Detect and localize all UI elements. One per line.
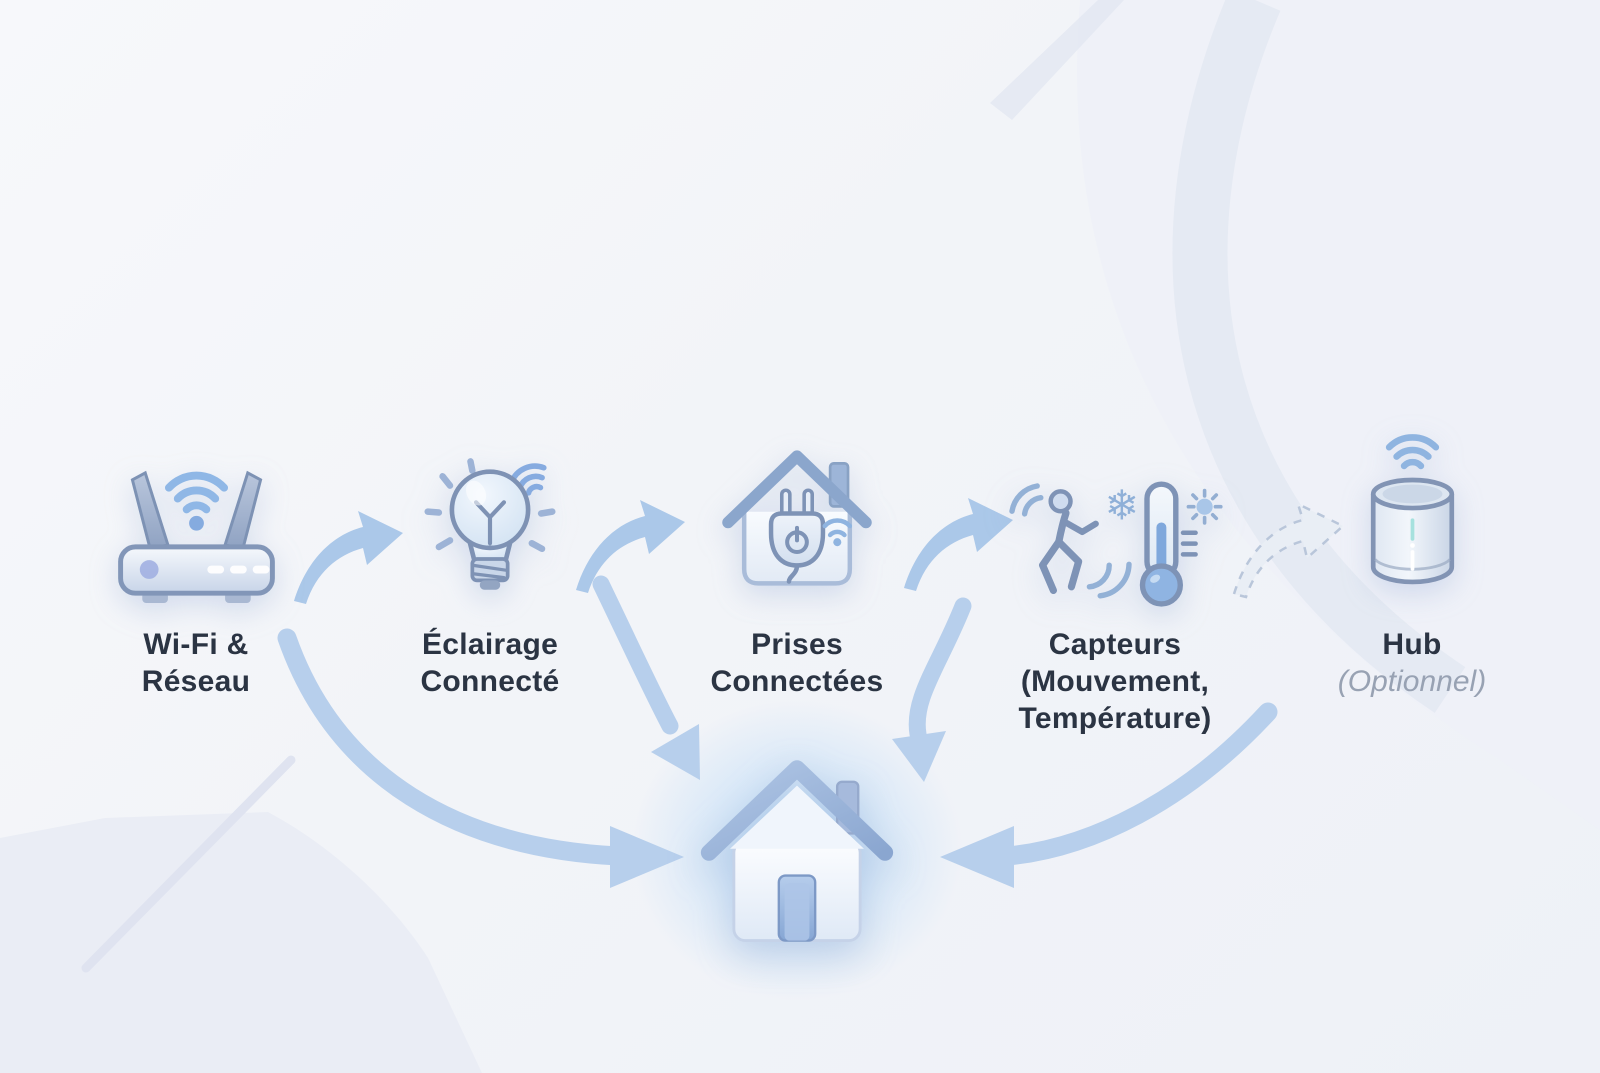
hub-top-opening bbox=[1382, 484, 1442, 504]
wifi-waves-icon bbox=[164, 471, 228, 514]
arrow-router-to-home bbox=[277, 628, 684, 888]
hub-led-dot bbox=[1409, 543, 1415, 548]
station-home bbox=[682, 734, 912, 959]
bg-diagonal-line bbox=[81, 755, 296, 973]
station-sensors: ❄ bbox=[955, 427, 1275, 737]
smart-bulb-icon bbox=[424, 458, 556, 590]
bg-arc-topright bbox=[1172, 0, 1466, 713]
walking-person-icon bbox=[1038, 489, 1099, 594]
motion-temperature-sensors-icon: ❄ bbox=[1008, 481, 1223, 607]
sensors-icon-wrap: ❄ bbox=[1003, 427, 1228, 612]
home-door-panel bbox=[784, 883, 810, 941]
arrow-sensors-to-home bbox=[940, 702, 1278, 888]
bulb-tip bbox=[479, 580, 501, 590]
thermometer-scale-ticks bbox=[1180, 530, 1198, 557]
sun-icon bbox=[1186, 488, 1223, 525]
smart-plug-house-icon-wrap bbox=[703, 427, 891, 612]
bulb-base-threads bbox=[472, 563, 508, 580]
router-body bbox=[117, 544, 275, 596]
station-label-sensors: Capteurs (Mouvement, Température) bbox=[1018, 628, 1212, 735]
station-label-hub: Hub bbox=[1382, 628, 1442, 661]
wifi-waves-icon bbox=[822, 518, 853, 538]
smart-plug-house-icon bbox=[722, 450, 872, 586]
plug-cord bbox=[786, 563, 800, 584]
home-icon bbox=[700, 760, 894, 943]
station-wifi-router: Wi-Fi & Réseau bbox=[36, 427, 356, 700]
wifi-waves-icon bbox=[1385, 434, 1439, 470]
bulb-rays bbox=[424, 458, 556, 553]
snowflake-icon: ❄ bbox=[1104, 481, 1139, 529]
bulb-highlight bbox=[465, 480, 487, 506]
motion-waves-left bbox=[1008, 483, 1043, 517]
arrow-plugs-to-home bbox=[892, 597, 972, 782]
home-roof bbox=[700, 760, 894, 861]
station-label-plugs: Prises Connectées bbox=[710, 628, 884, 698]
wifi-router-icon-wrap bbox=[93, 427, 300, 612]
wifi-dot bbox=[833, 538, 842, 547]
router-antenna-right bbox=[222, 470, 262, 551]
house-roof bbox=[722, 450, 872, 529]
arrow-bulb-to-home bbox=[592, 575, 700, 780]
router-antenna-left bbox=[130, 470, 170, 551]
station-smart-lighting: Éclairage Connecté bbox=[330, 427, 650, 700]
plug-icon bbox=[768, 488, 826, 584]
wifi-dot bbox=[188, 515, 204, 531]
station-smart-plugs: Prises Connectées bbox=[637, 427, 957, 700]
thermometer-icon bbox=[1139, 481, 1183, 607]
router-led bbox=[139, 560, 159, 579]
smart-hub-speaker-icon bbox=[1370, 434, 1454, 585]
station-sublabel-hub-optional: (Optionnel) bbox=[1337, 665, 1487, 698]
bg-diagonal-band bbox=[990, 0, 1124, 120]
bg-fan-bottomleft bbox=[0, 812, 482, 1073]
motion-waves-right bbox=[1086, 561, 1132, 599]
wifi-router-icon bbox=[117, 470, 275, 604]
station-label-wifi: Wi-Fi & Réseau bbox=[141, 628, 251, 698]
home-gable bbox=[730, 785, 864, 849]
smart-bulb-icon-wrap bbox=[411, 427, 569, 612]
station-label-lighting: Éclairage Connecté bbox=[420, 628, 560, 698]
station-hub: Hub (Optionnel) bbox=[1252, 427, 1572, 700]
smart-hub-icon-wrap bbox=[1333, 427, 1492, 612]
router-status-dashes bbox=[206, 565, 269, 574]
